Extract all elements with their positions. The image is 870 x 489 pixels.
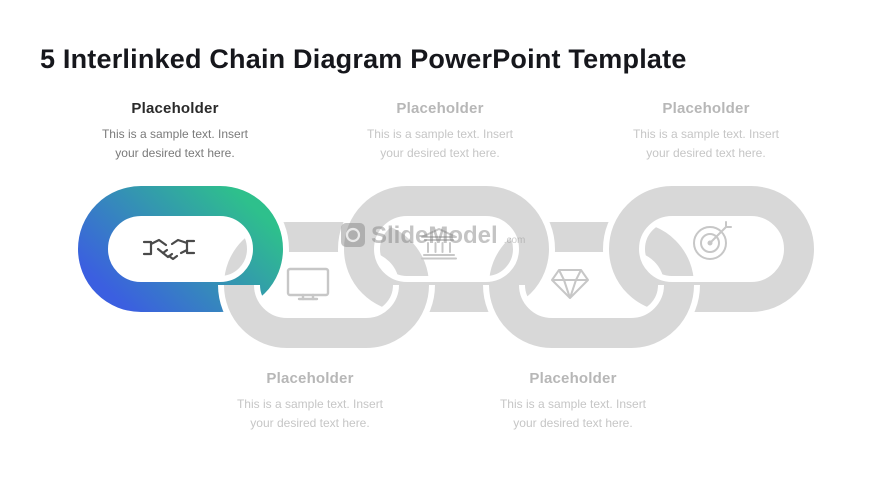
- chain-link-5: [609, 186, 814, 312]
- placeholder-heading-5: Placeholder: [662, 100, 750, 117]
- bank-icon: [421, 228, 457, 260]
- handshake-icon: [142, 238, 196, 261]
- diamond-icon: [551, 269, 589, 299]
- placeholder-body-3: This is a sample text. Insert your desir…: [366, 127, 514, 160]
- text-block-1: Placeholder This is a sample text. Inser…: [80, 100, 270, 162]
- watermark-tld: .com: [503, 235, 526, 246]
- placeholder-body-2: This is a sample text. Insert your desir…: [236, 397, 384, 430]
- monitor-icon: [286, 267, 330, 301]
- slidemodel-logo-icon: [341, 223, 365, 247]
- placeholder-body-4: This is a sample text. Insert your desir…: [499, 397, 647, 430]
- text-block-2: Placeholder This is a sample text. Inser…: [215, 370, 405, 432]
- watermark-brand: SlideModel: [371, 222, 498, 249]
- placeholder-heading-4: Placeholder: [529, 370, 617, 387]
- placeholder-body-1: This is a sample text. Insert your desir…: [101, 127, 249, 160]
- slide-title: 5 Interlinked Chain Diagram PowerPoint T…: [40, 44, 687, 75]
- text-block-5: Placeholder This is a sample text. Inser…: [611, 100, 801, 162]
- chain-link-3: [344, 186, 549, 312]
- placeholder-heading-3: Placeholder: [396, 100, 484, 117]
- placeholder-body-5: This is a sample text. Insert your desir…: [632, 127, 780, 160]
- slidemodel-watermark: SlideModel .com: [341, 223, 525, 249]
- text-block-4: Placeholder This is a sample text. Inser…: [478, 370, 668, 432]
- chain-link-1: [78, 186, 283, 312]
- placeholder-heading-2: Placeholder: [266, 370, 354, 387]
- target-icon: [693, 221, 732, 260]
- text-block-3: Placeholder This is a sample text. Inser…: [345, 100, 535, 162]
- placeholder-heading-1: Placeholder: [131, 100, 219, 117]
